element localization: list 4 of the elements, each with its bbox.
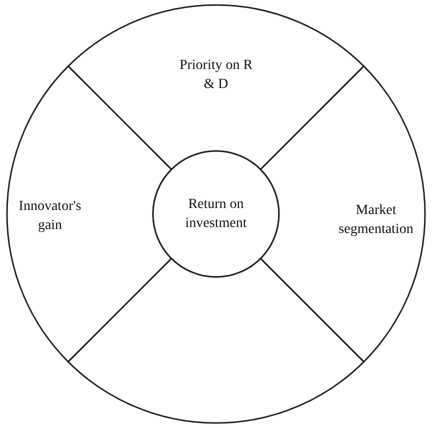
sector-label: Market segmentation — [338, 202, 414, 239]
sector-label: Innovator's gain — [18, 198, 82, 235]
center-label: Return on investment — [184, 196, 248, 233]
sector-label: Priority on R & D — [178, 57, 254, 94]
